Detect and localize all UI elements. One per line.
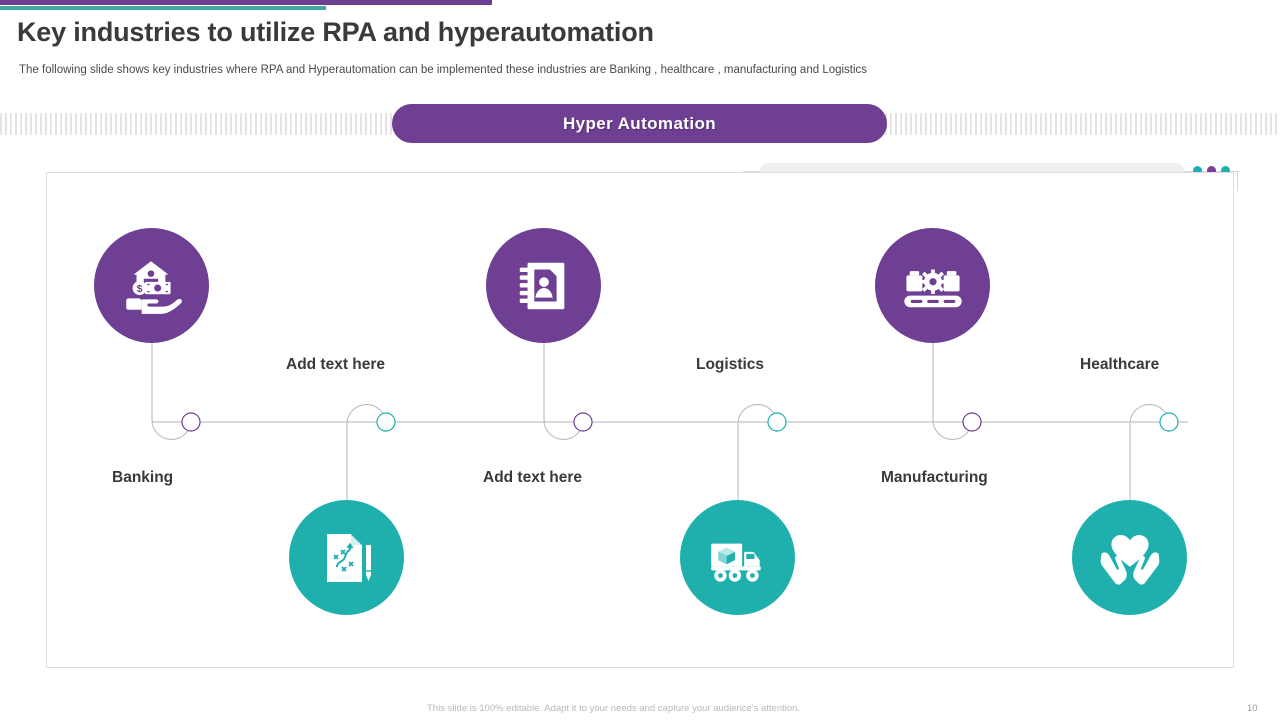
label-healthcare: Healthcare	[1080, 356, 1160, 373]
footer-note: This slide is 100% editable. Adapt it to…	[427, 703, 801, 714]
node-manufacturing[interactable]	[875, 228, 990, 343]
contact-book-person-icon	[513, 255, 575, 317]
svg-text:$: $	[136, 284, 142, 295]
node-add-text-1[interactable]	[289, 500, 404, 615]
decoration-dot-teal-1	[1193, 166, 1202, 175]
hands-holding-heart-icon	[1095, 523, 1165, 593]
hand-holding-house-money-icon: $	[119, 253, 185, 319]
accent-bar-purple	[0, 0, 492, 5]
decoration-dots	[1193, 166, 1230, 175]
conveyor-belt-gear-icon	[899, 252, 967, 320]
page-subtitle: The following slide shows key industries…	[19, 64, 868, 76]
content-panel	[46, 172, 1234, 668]
decoration-vertical-line	[1237, 171, 1238, 191]
document-strategy-pencil-icon	[315, 526, 379, 590]
decoration-dot-purple	[1207, 166, 1216, 175]
label-manufacturing: Manufacturing	[881, 469, 988, 486]
label-add-text-2: Add text here	[483, 469, 583, 486]
node-logistics[interactable]	[680, 500, 795, 615]
decoration-dot-teal-2	[1221, 166, 1230, 175]
node-banking[interactable]: $	[94, 228, 209, 343]
label-add-text-1: Add text here	[286, 356, 386, 373]
delivery-truck-box-icon	[705, 525, 771, 591]
accent-bar-teal	[0, 6, 326, 10]
node-add-text-2[interactable]	[486, 228, 601, 343]
banner-label: Hyper Automation	[562, 113, 717, 133]
page-title: Key industries to utilize RPA and hypera…	[17, 17, 654, 47]
label-banking: Banking	[112, 469, 174, 486]
label-logistics: Logistics	[696, 356, 765, 373]
page-number-footer: 10	[1247, 703, 1258, 714]
hyper-automation-banner: Hyper Automation	[392, 104, 887, 143]
node-healthcare[interactable]	[1072, 500, 1187, 615]
